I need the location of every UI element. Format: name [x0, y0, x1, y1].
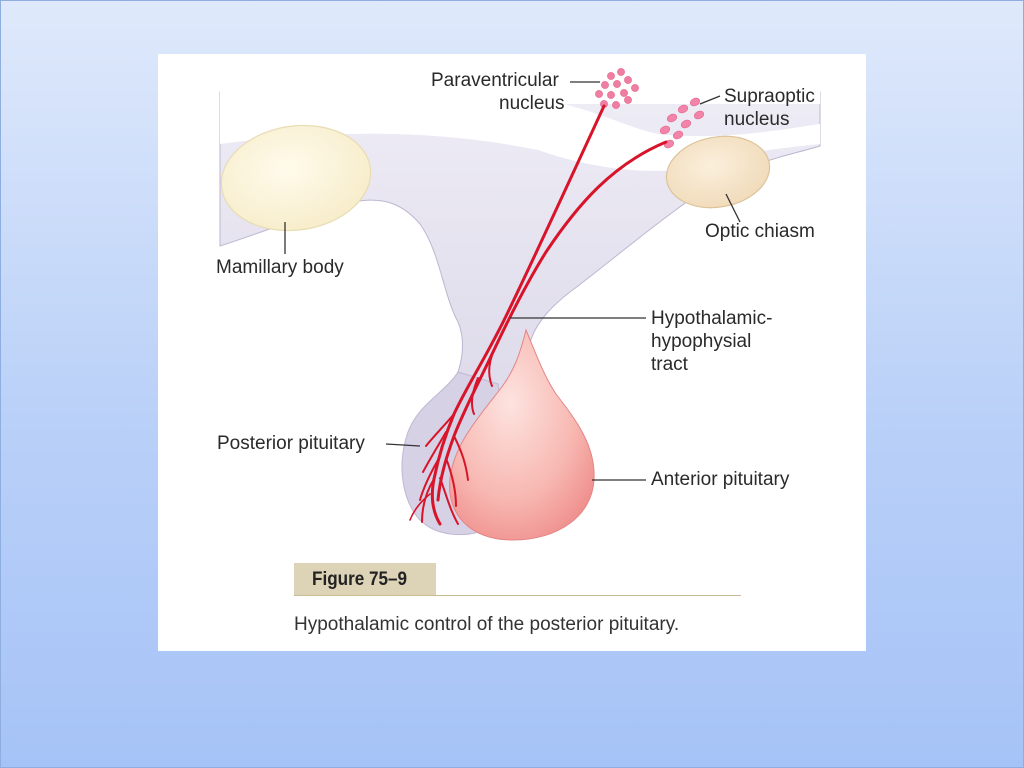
figure-number-tag: Figure 75–9: [294, 563, 436, 596]
mamillary-body-shape: [220, 124, 372, 232]
pituitary-diagram: [219, 68, 821, 541]
anterior-pituitary-label: Anterior pituitary: [651, 469, 790, 490]
figure-number: Figure 75–9: [312, 569, 408, 590]
leader-lines: [284, 81, 741, 481]
nerve-fibers: [409, 104, 668, 526]
optic-chiasm-label: Optic chiasm: [705, 221, 815, 242]
optic-chiasm-shape: [665, 135, 771, 209]
figure-caption: Hypothalamic control of the posterior pi…: [294, 614, 680, 635]
tract-label-line1: Hypothalamic-: [651, 308, 773, 329]
brain-upper-edge: [220, 97, 820, 171]
tract-label-line3: tract: [651, 354, 688, 375]
figure-panel: Paraventricular nucleus Supraoptic nucle…: [158, 54, 866, 651]
paraventricular-label-line2: nucleus: [499, 93, 565, 114]
tract-label-line2: hypophysial: [651, 331, 752, 352]
caption-divider: [294, 595, 741, 596]
paraventricular-nucleus-cells: [595, 68, 639, 109]
supraoptic-label-line2: nucleus: [724, 109, 790, 130]
paraventricular-label-line1: Paraventricular: [431, 70, 559, 91]
paraventricular-label: Paraventricular: [431, 70, 559, 92]
supraoptic-nucleus-cells: [659, 97, 705, 149]
posterior-pituitary-label: Posterior pituitary: [217, 433, 365, 454]
anterior-pituitary-lobe: [449, 328, 595, 541]
mamillary-body-label: Mamillary body: [216, 257, 344, 278]
supraoptic-label-line1: Supraoptic: [724, 86, 815, 107]
